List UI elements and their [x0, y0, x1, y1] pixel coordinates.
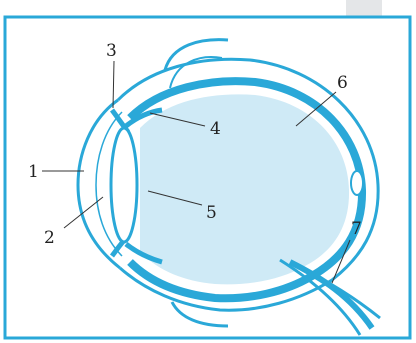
label-5: 5 [206, 203, 217, 223]
vitreous-body [140, 94, 349, 284]
label-4: 4 [210, 119, 221, 139]
label-1: 1 [28, 162, 39, 182]
label-7: 7 [351, 219, 362, 239]
corner-tab [346, 0, 382, 16]
label-2: 2 [44, 228, 55, 248]
macula-bump [351, 171, 363, 195]
label-6: 6 [337, 73, 348, 93]
lens [111, 128, 137, 242]
label-3: 3 [106, 41, 117, 61]
